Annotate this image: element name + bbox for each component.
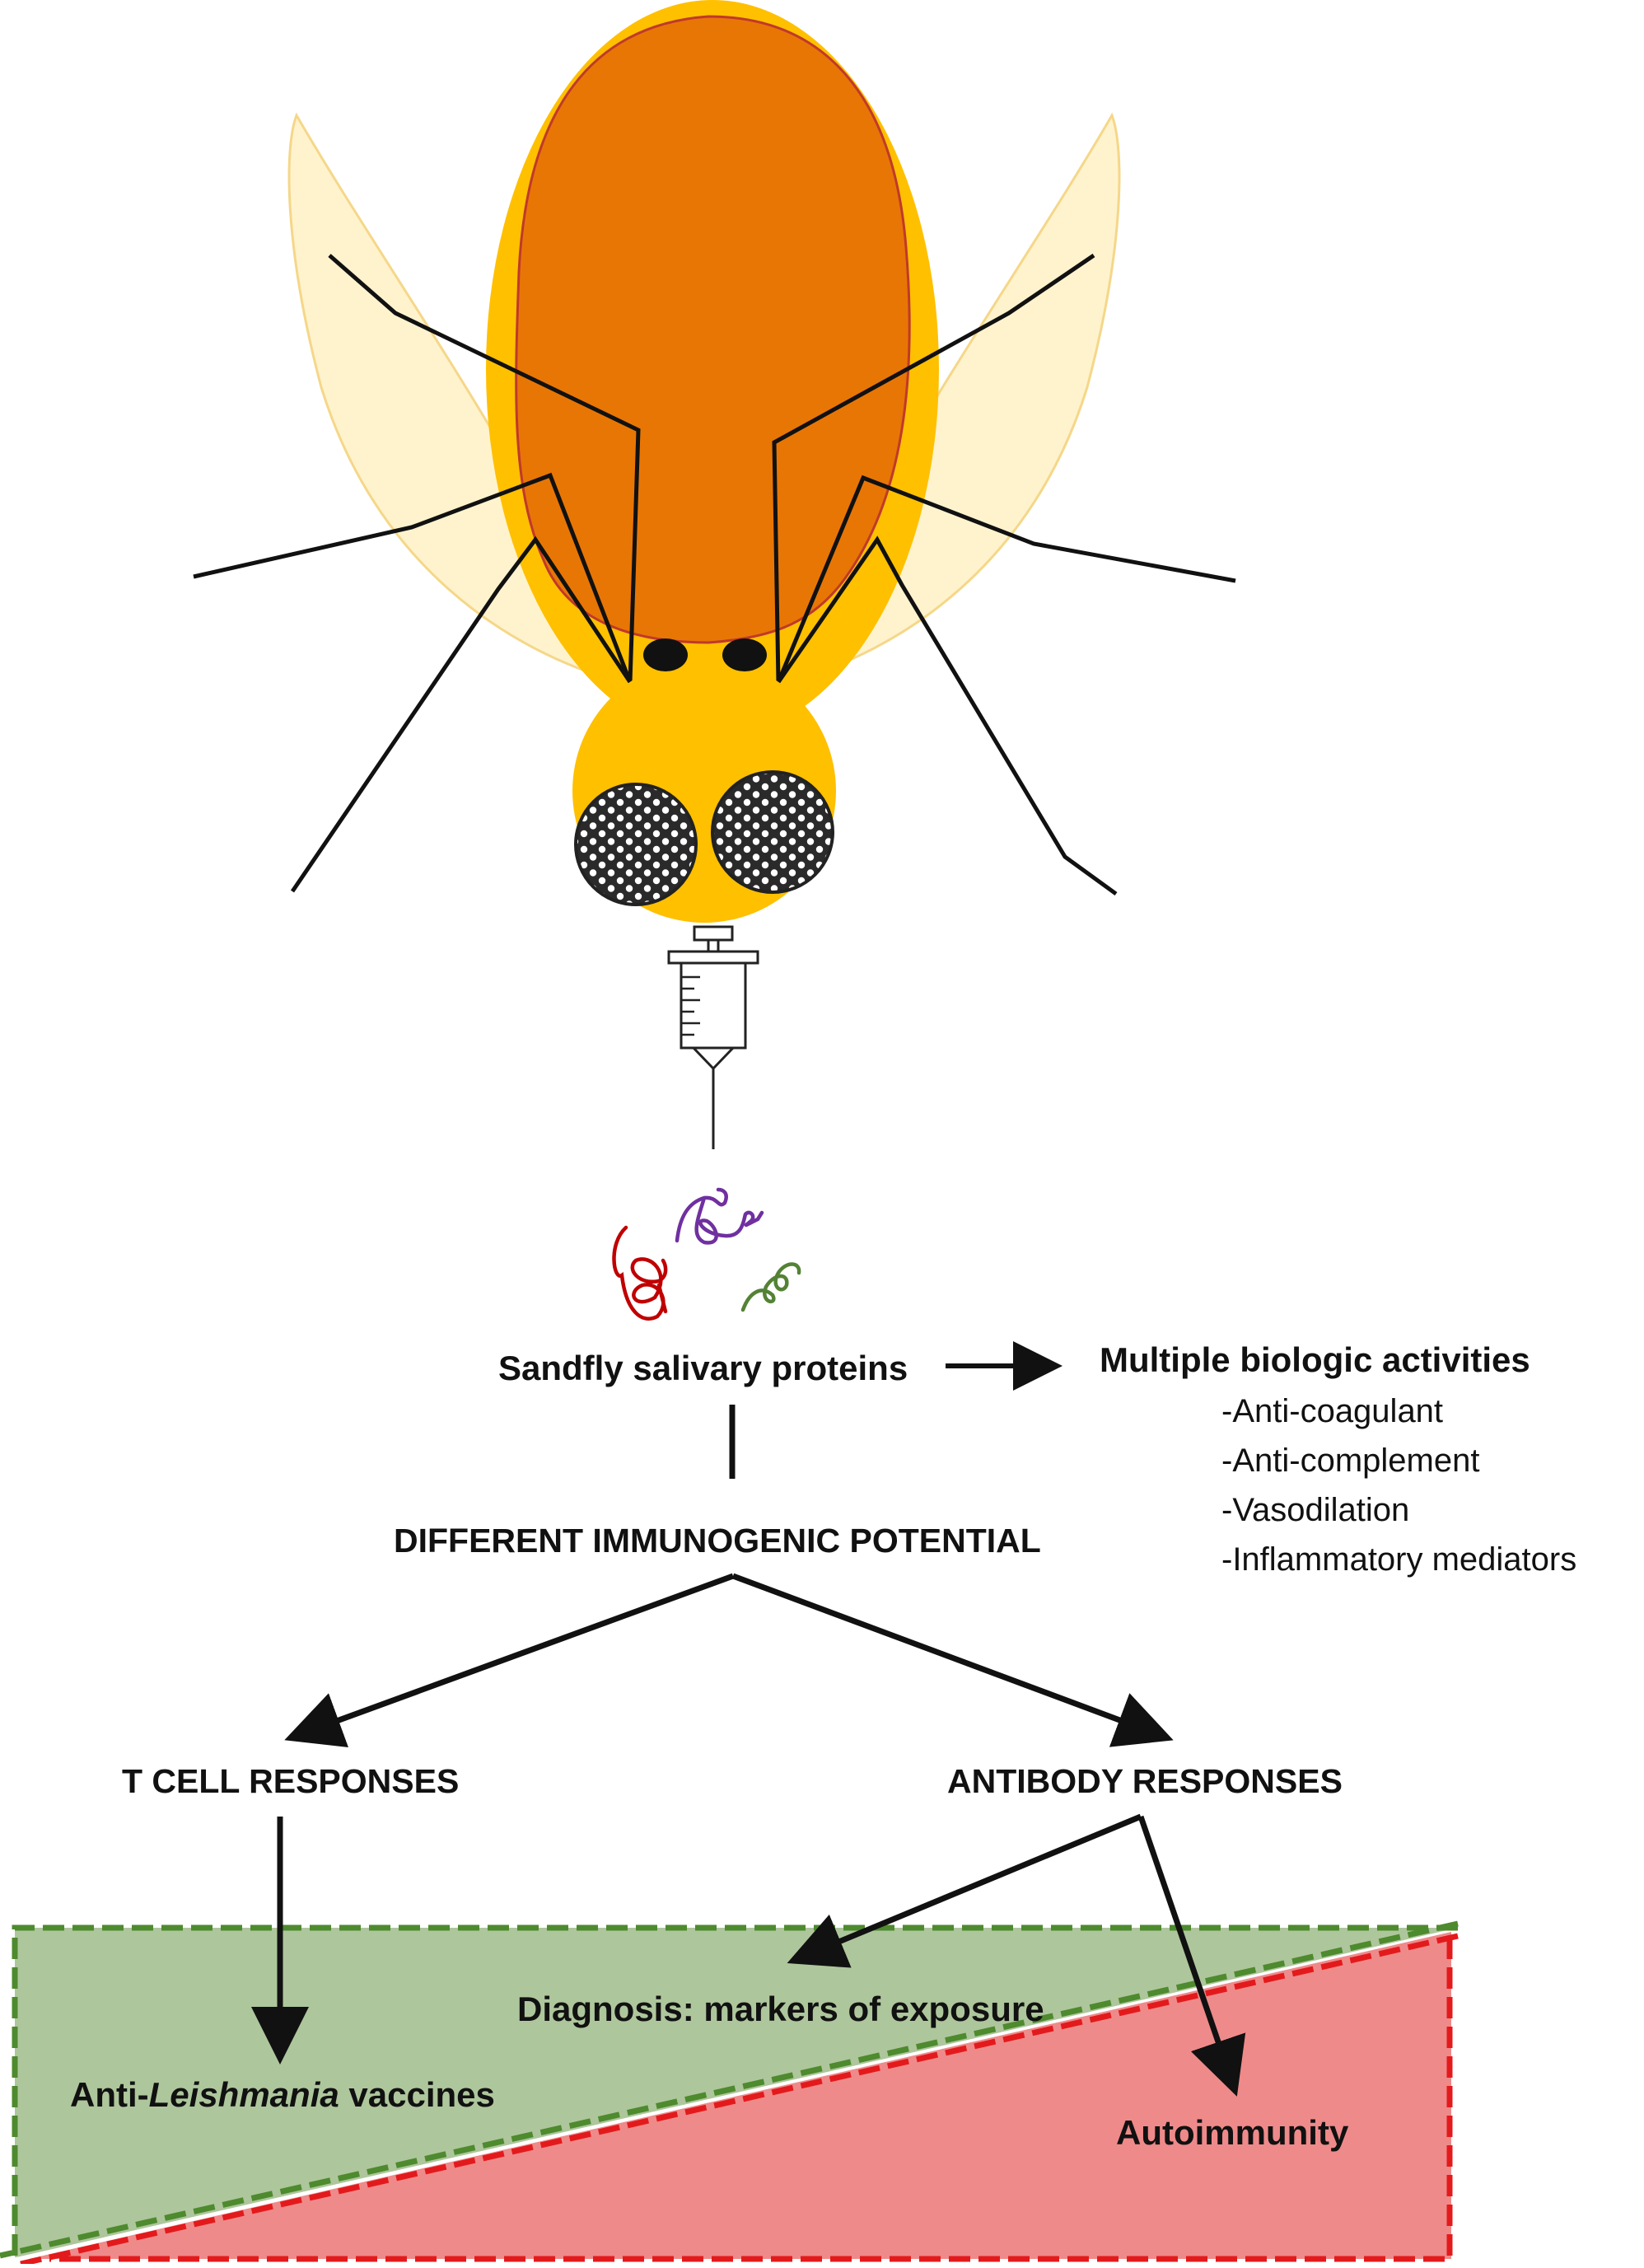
sandfly-illustration	[193, 0, 1236, 923]
green-zone-diagonal	[0, 1920, 1459, 2259]
red-zone-diagonal	[20, 1933, 1459, 2267]
purple-protein-icon	[675, 1187, 764, 1245]
activities-title: Multiple biologic activities	[1100, 1340, 1530, 1379]
activity-item: -Anti-coagulant	[1221, 1393, 1444, 1429]
left-spot	[643, 638, 688, 671]
vaccine-label-italic: Leishmania	[148, 2075, 339, 2114]
syringe-icon	[667, 925, 759, 1149]
diagnosis-label: Diagnosis: markers of exposure	[517, 1990, 1044, 2028]
green-zone	[15, 1928, 1458, 2257]
abdomen-inner	[515, 15, 911, 644]
arrow-to-autoimmunity	[1137, 1815, 1246, 2097]
protein-squiggles	[612, 1187, 801, 1321]
tcell-label: T CELL RESPONSES	[122, 1762, 460, 1800]
bottom-zones	[0, 1920, 1459, 2267]
arrow-to-tcell	[284, 1573, 735, 1748]
arrow-to-diagnosis	[787, 1813, 1142, 1968]
antibody-label: ANTIBODY RESPONSES	[947, 1762, 1343, 1800]
proteins-label: Sandfly salivary proteins	[498, 1349, 908, 1387]
vaccine-label-prefix: Anti-	[70, 2075, 149, 2114]
left-eye	[574, 783, 698, 906]
activity-item: -Inflammatory mediators	[1221, 1541, 1577, 1578]
legs	[193, 253, 1236, 896]
green-protein-icon	[740, 1262, 801, 1312]
immunogenic-label: DIFFERENT IMMUNOGENIC POTENTIAL	[394, 1522, 1041, 1560]
flow-arrows	[251, 1573, 1246, 2097]
autoimmunity-label: Autoimmunity	[1116, 2113, 1349, 2152]
red-protein-icon	[612, 1225, 668, 1321]
activity-item: -Anti-complement	[1221, 1443, 1480, 1479]
right-eye	[711, 770, 834, 894]
right-spot	[722, 638, 767, 671]
green-zone-border	[12, 1924, 1458, 2257]
vaccine-label-suffix: vaccines	[339, 2075, 495, 2114]
activity-item: -Vasodilation	[1221, 1492, 1410, 1528]
red-zone	[29, 1932, 1451, 2259]
arrow-to-antibody	[731, 1573, 1174, 1747]
vaccine-label: Anti-Leishmania vaccines	[70, 2078, 495, 2112]
red-zone-border	[49, 1938, 1453, 2262]
